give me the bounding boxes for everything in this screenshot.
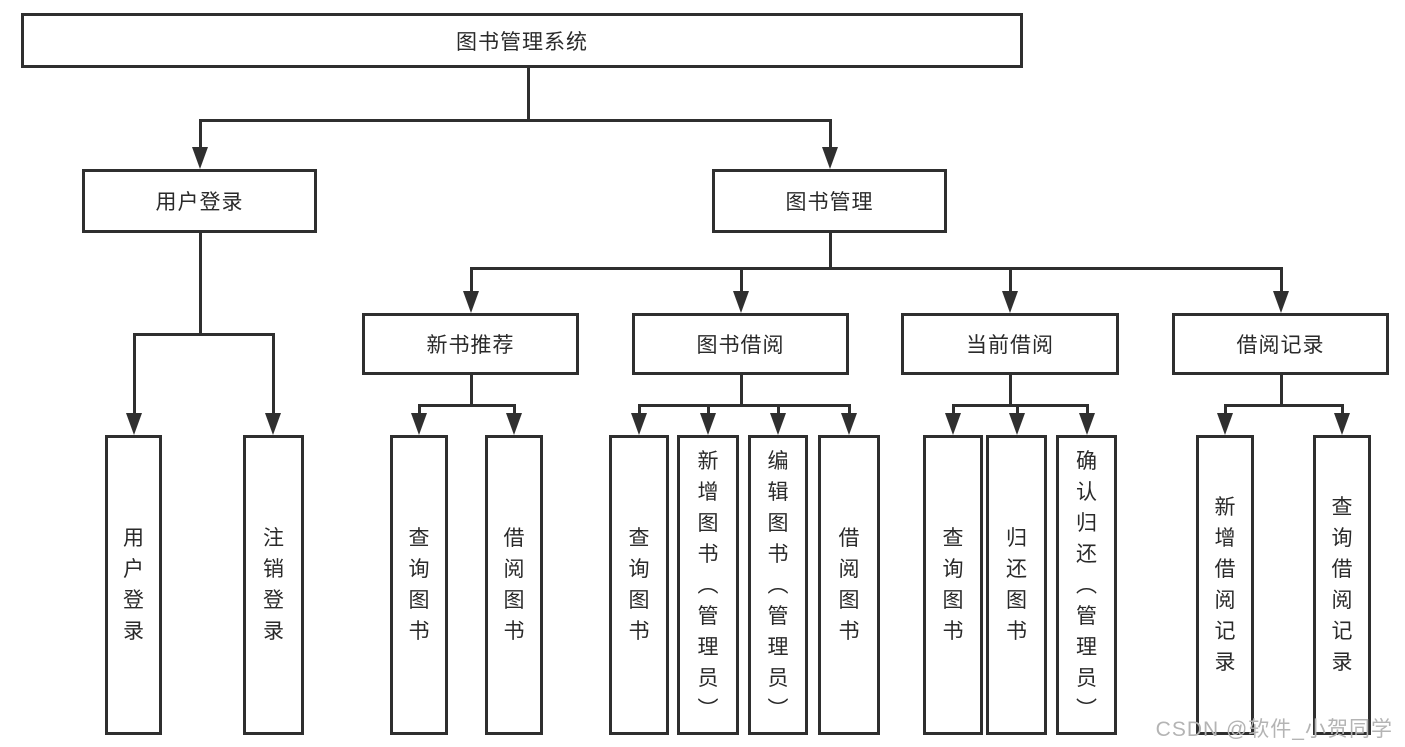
node-borrow-records-label: 借阅记录 xyxy=(1236,334,1325,357)
leaf-borrow-books-label: 借阅图书 xyxy=(838,527,860,643)
connector-leaf-shaft xyxy=(1341,404,1344,416)
leaf-query-books-label: 查询图书 xyxy=(628,527,650,643)
connector-user-login-rail xyxy=(133,333,275,336)
arrow-down-icon xyxy=(770,413,786,435)
node-book-management: 图书管理 xyxy=(712,169,947,233)
arrow-down-icon xyxy=(1217,413,1233,435)
connector-current-borrow-rail xyxy=(952,404,1088,407)
connector-current-borrow-shaft xyxy=(1009,267,1012,295)
node-current-borrow-label: 当前借阅 xyxy=(966,334,1054,357)
connector-leaf-shaft xyxy=(272,333,275,415)
leaf-user-login-label: 用户登录 xyxy=(123,527,144,643)
leaf-add-borrow-record-label: 新增借阅记录 xyxy=(1214,496,1236,674)
leaf-query-books-label: 查询图书 xyxy=(408,527,430,643)
arrow-down-icon xyxy=(841,413,857,435)
connector-leaf-shaft xyxy=(513,404,516,416)
leaf-edit-books-admin-label: 编辑图书︵管理员︶ xyxy=(767,449,789,721)
arrow-down-icon xyxy=(126,413,142,435)
node-borrow-records: 借阅记录 xyxy=(1172,313,1389,375)
arrow-down-icon xyxy=(506,413,522,435)
connector-leaf-shaft xyxy=(777,404,780,416)
node-root-system: 图书管理系统 xyxy=(21,13,1023,68)
connector-leaf-shaft xyxy=(1086,404,1089,416)
arrow-down-icon xyxy=(1079,413,1095,435)
node-book-borrow: 图书借阅 xyxy=(632,313,849,375)
connector-current-borrow-stem xyxy=(1009,375,1012,406)
leaf-query-books-label: 查询图书 xyxy=(942,527,964,643)
connector-level3-rail xyxy=(470,267,1283,270)
connector-user-login-stem xyxy=(199,233,202,335)
leaf-borrow-books-1: 借阅图书 xyxy=(485,435,543,735)
leaf-borrow-books-label: 借阅图书 xyxy=(503,527,525,643)
leaf-logout-label: 注销登录 xyxy=(263,527,284,643)
leaf-edit-books-admin: 编辑图书︵管理员︶ xyxy=(748,435,808,735)
connector-user-login-shaft xyxy=(199,119,202,149)
arrow-down-icon xyxy=(265,413,281,435)
connector-borrow-records-shaft xyxy=(1280,267,1283,295)
connector-leaf-shaft xyxy=(1016,404,1019,416)
node-current-borrow: 当前借阅 xyxy=(901,313,1119,375)
arrow-down-icon xyxy=(1002,291,1018,313)
connector-book-mgmt-stem xyxy=(829,233,832,269)
leaf-confirm-return-admin-label: 确认归还︵管理员︶ xyxy=(1076,449,1097,721)
connector-borrow-records-stem xyxy=(1280,375,1283,406)
node-new-book-recommend-label: 新书推荐 xyxy=(426,334,515,357)
leaf-user-login: 用户登录 xyxy=(105,435,162,735)
arrow-down-icon xyxy=(822,147,838,169)
connector-book-mgmt-shaft xyxy=(829,119,832,149)
connector-leaf-shaft xyxy=(418,404,421,416)
node-user-login-label: 用户登录 xyxy=(155,191,244,214)
leaf-query-books-3: 查询图书 xyxy=(923,435,983,735)
connector-leaf-shaft xyxy=(848,404,851,416)
leaf-return-books: 归还图书 xyxy=(986,435,1047,735)
arrow-down-icon xyxy=(411,413,427,435)
connector-new-books-stem xyxy=(470,375,473,406)
leaf-confirm-return-admin: 确认归还︵管理员︶ xyxy=(1056,435,1117,735)
leaf-borrow-books-2: 借阅图书 xyxy=(818,435,880,735)
arrow-down-icon xyxy=(1334,413,1350,435)
arrow-down-icon xyxy=(1009,413,1025,435)
leaf-add-borrow-record: 新增借阅记录 xyxy=(1196,435,1254,735)
node-new-book-recommend: 新书推荐 xyxy=(362,313,579,375)
node-user-login: 用户登录 xyxy=(82,169,317,233)
leaf-query-books-2: 查询图书 xyxy=(609,435,669,735)
leaf-add-books-admin-label: 新增图书︵管理员︶ xyxy=(697,449,719,721)
node-root-label: 图书管理系统 xyxy=(456,30,588,54)
leaf-query-borrow-record-label: 查询借阅记录 xyxy=(1331,496,1353,674)
leaf-query-borrow-record: 查询借阅记录 xyxy=(1313,435,1371,735)
connector-new-books-shaft xyxy=(470,267,473,295)
csdn-watermark: CSDN @软件_小贺同学 xyxy=(1155,718,1393,741)
arrow-down-icon xyxy=(631,413,647,435)
node-book-borrow-label: 图书借阅 xyxy=(696,334,785,357)
arrow-down-icon xyxy=(192,147,208,169)
leaf-query-books-1: 查询图书 xyxy=(390,435,448,735)
connector-new-books-rail xyxy=(418,404,516,407)
arrow-down-icon xyxy=(733,291,749,313)
arrow-down-icon xyxy=(463,291,479,313)
connector-book-borrow-stem xyxy=(740,375,743,406)
leaf-add-books-admin: 新增图书︵管理员︶ xyxy=(677,435,739,735)
leaf-logout: 注销登录 xyxy=(243,435,304,735)
leaf-return-books-label: 归还图书 xyxy=(1006,527,1027,643)
connector-root-rail xyxy=(199,119,831,122)
connector-leaf-shaft xyxy=(1224,404,1227,416)
arrow-down-icon xyxy=(945,413,961,435)
arrow-down-icon xyxy=(700,413,716,435)
arrow-down-icon xyxy=(1273,291,1289,313)
connector-root-stem xyxy=(527,68,530,120)
connector-book-borrow-rail xyxy=(638,404,850,407)
node-book-management-label: 图书管理 xyxy=(785,191,874,214)
connector-leaf-shaft xyxy=(707,404,710,416)
connector-leaf-shaft xyxy=(638,404,641,416)
connector-book-borrow-shaft xyxy=(740,267,743,295)
connector-leaf-shaft xyxy=(952,404,955,416)
connector-borrow-records-rail xyxy=(1224,404,1343,407)
connector-leaf-shaft xyxy=(133,333,136,415)
